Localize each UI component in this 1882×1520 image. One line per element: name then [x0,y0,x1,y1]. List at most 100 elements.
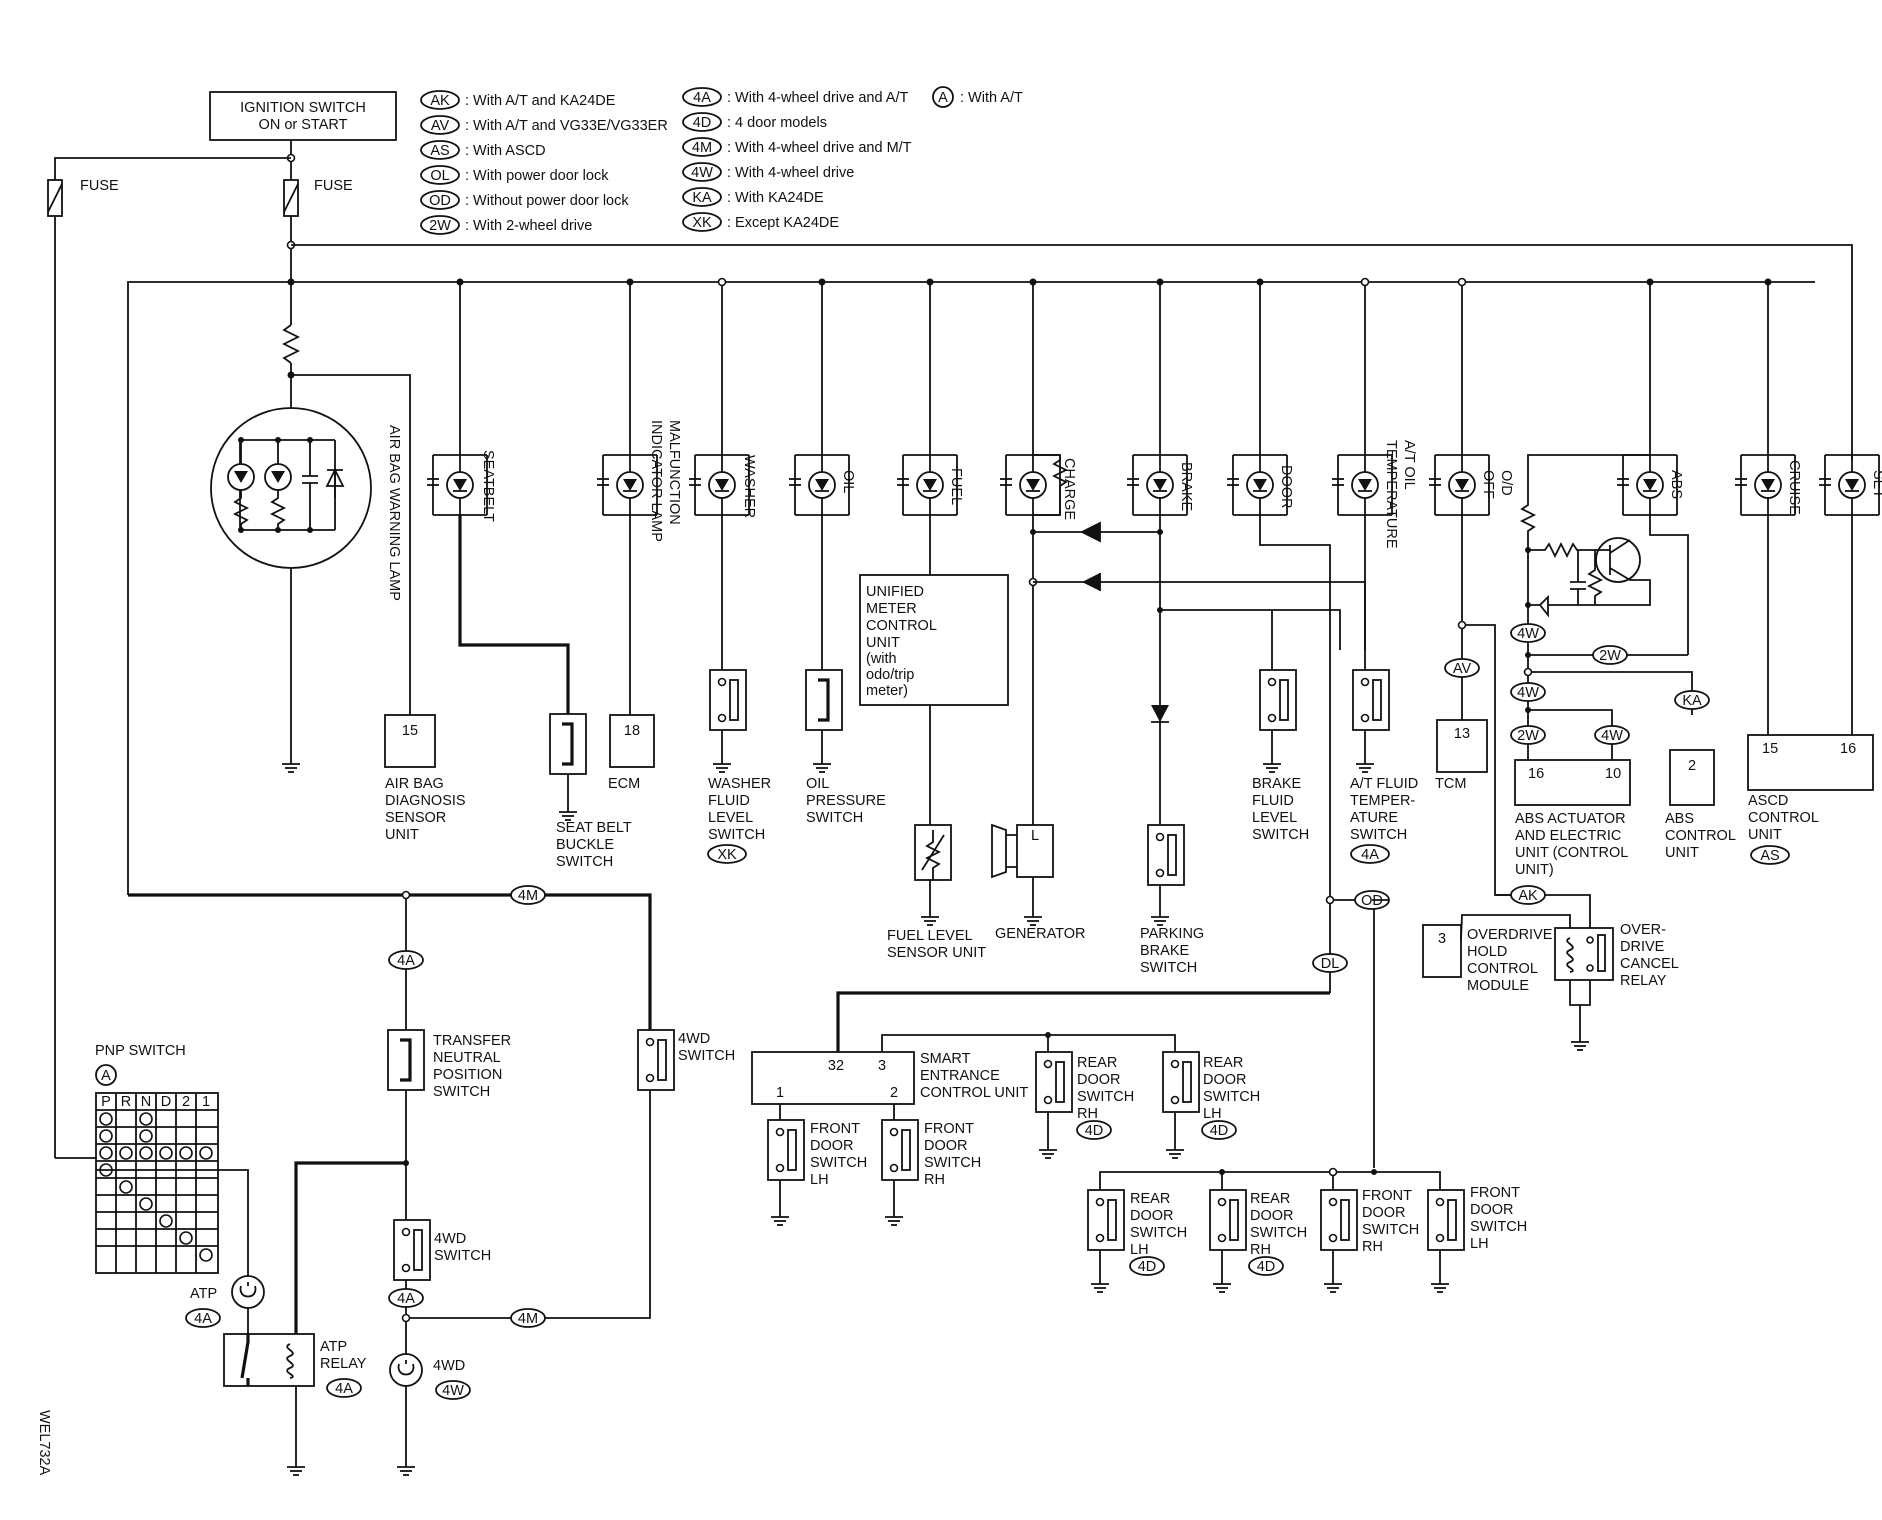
svg-text:GENERATOR: GENERATOR [995,926,1086,942]
svg-text:FRONT: FRONT [1470,1185,1520,1201]
svg-text:ABS: ABS [1665,811,1694,827]
svg-text:16: 16 [1840,741,1856,757]
svg-text:1: 1 [202,1094,210,1110]
svg-text:A/T OIL: A/T OIL [1401,440,1417,490]
svg-text:ATURE: ATURE [1350,810,1398,826]
oil-pressure-switch [804,668,844,732]
svg-text:UNIFIED: UNIFIED [866,584,924,600]
svg-text:RELAY: RELAY [1620,973,1667,989]
svg-text:A: A [101,1068,111,1084]
svg-text:: With KA24DE: : With KA24DE [727,190,824,206]
svg-text:UNIT: UNIT [866,635,900,651]
diagram-code: WEL732A [36,1410,52,1476]
svg-text:meter): meter) [866,683,908,699]
svg-text:CHARGE: CHARGE [1061,458,1077,520]
svg-text:FUEL: FUEL [948,468,964,505]
svg-text:AS: AS [1760,848,1779,864]
svg-text:RH: RH [1362,1239,1383,1255]
fuel-lamp [896,454,958,516]
svg-text:: With 4-wheel drive and A/T: : With 4-wheel drive and A/T [727,90,908,106]
4wd-switch-lower [393,1219,431,1281]
svg-text:OFF: OFF [1480,470,1496,499]
pnp-switch-grid: P R N D 2 1 [55,1092,249,1278]
svg-text:METER: METER [866,601,917,617]
fuse-left-label: FUSE [80,178,119,194]
svg-text:OL: OL [430,168,449,184]
svg-text:PRESSURE: PRESSURE [806,793,886,809]
front-door-switch-lh [767,1119,805,1181]
brake-fluid-level-switch [1259,669,1297,731]
svg-text:odo/trip: odo/trip [866,667,914,683]
rear-door-switch-rh-b [1209,1189,1247,1251]
svg-text:SWITCH: SWITCH [1130,1225,1187,1241]
svg-text:L: L [1031,828,1039,844]
svg-text:: Without power door lock: : Without power door lock [465,193,629,209]
svg-text:MODULE: MODULE [1467,978,1529,994]
svg-text:AK: AK [430,93,450,109]
svg-text:HOLD: HOLD [1467,944,1507,960]
svg-text:INDICATOR LAMP: INDICATOR LAMP [648,420,664,542]
svg-text:CANCEL: CANCEL [1620,956,1679,972]
svg-text:4D: 4D [1210,1123,1229,1139]
svg-text:16: 16 [1528,766,1544,782]
svg-text:10: 10 [1605,766,1621,782]
svg-text:SEATBELT: SEATBELT [480,450,496,522]
svg-text:2W: 2W [429,218,451,234]
parking-brake-switch [1147,824,1185,886]
svg-text:: With A/T and VG33E/VG33ER: : With A/T and VG33E/VG33ER [465,118,668,134]
svg-text:DL: DL [1321,956,1340,972]
svg-text:BRAKE: BRAKE [1252,776,1301,792]
svg-text:CONTROL: CONTROL [1748,810,1819,826]
svg-text:3: 3 [1438,931,1446,947]
svg-text:: With 2-wheel drive: : With 2-wheel drive [465,218,592,234]
svg-text:FRONT: FRONT [810,1121,860,1137]
svg-text:: With A/T: : With A/T [960,90,1023,106]
rear-door-switch-lh [1162,1051,1200,1113]
svg-text:AV: AV [1453,661,1472,677]
svg-text:AK: AK [1518,888,1538,904]
unified-meter-control-unit [859,574,1009,706]
svg-text:RH: RH [1250,1242,1271,1258]
svg-text:LH: LH [1203,1106,1222,1122]
legend: AK: With A/T and KA24DE AV: With A/T and… [420,86,1023,235]
ignition-switch-box [209,91,397,141]
svg-text:POSITION: POSITION [433,1067,502,1083]
svg-text:LEVEL: LEVEL [708,810,753,826]
svg-text:ECM: ECM [608,776,640,792]
atp-relay [223,1333,315,1387]
svg-text:OVERDRIVE: OVERDRIVE [1467,927,1553,943]
svg-text:ASCD: ASCD [1748,793,1788,809]
svg-text:4W: 4W [1517,626,1539,642]
svg-text:4A: 4A [693,90,711,106]
at-oil-temperature-lamp [1331,454,1393,516]
svg-text:SWITCH: SWITCH [1350,827,1407,843]
svg-text:DOOR: DOOR [1203,1072,1247,1088]
svg-text:SWITCH: SWITCH [1140,960,1197,976]
svg-text:SWITCH: SWITCH [806,810,863,826]
svg-text:SWITCH: SWITCH [1470,1219,1527,1235]
svg-text:: With A/T and KA24DE: : With A/T and KA24DE [465,93,616,109]
svg-text:DOOR: DOOR [1077,1072,1121,1088]
generator-box [1016,824,1054,878]
svg-text:SENSOR: SENSOR [385,810,446,826]
svg-text:2W: 2W [1599,648,1621,664]
svg-text:1: 1 [776,1085,784,1101]
svg-text:OD: OD [429,193,451,209]
svg-text:: With power door lock: : With power door lock [465,168,609,184]
svg-text:4W: 4W [691,165,713,181]
svg-text:UNIT: UNIT [385,827,419,843]
svg-text:BRAKE: BRAKE [1178,462,1194,511]
svg-text:D: D [161,1094,171,1110]
svg-text:FLUID: FLUID [708,793,750,809]
svg-text:RH: RH [924,1172,945,1188]
svg-text:SENSOR UNIT: SENSOR UNIT [887,945,986,961]
svg-text:4A: 4A [335,1381,353,1397]
svg-text:XK: XK [692,215,712,231]
svg-text:CONTROL: CONTROL [1467,961,1538,977]
svg-text:SWITCH: SWITCH [708,827,765,843]
4wd-switch-upper [637,1029,675,1091]
svg-text:LEVEL: LEVEL [1252,810,1297,826]
svg-text:N: N [141,1094,151,1110]
svg-text:13: 13 [1454,726,1470,742]
svg-text:SWITCH: SWITCH [924,1155,981,1171]
